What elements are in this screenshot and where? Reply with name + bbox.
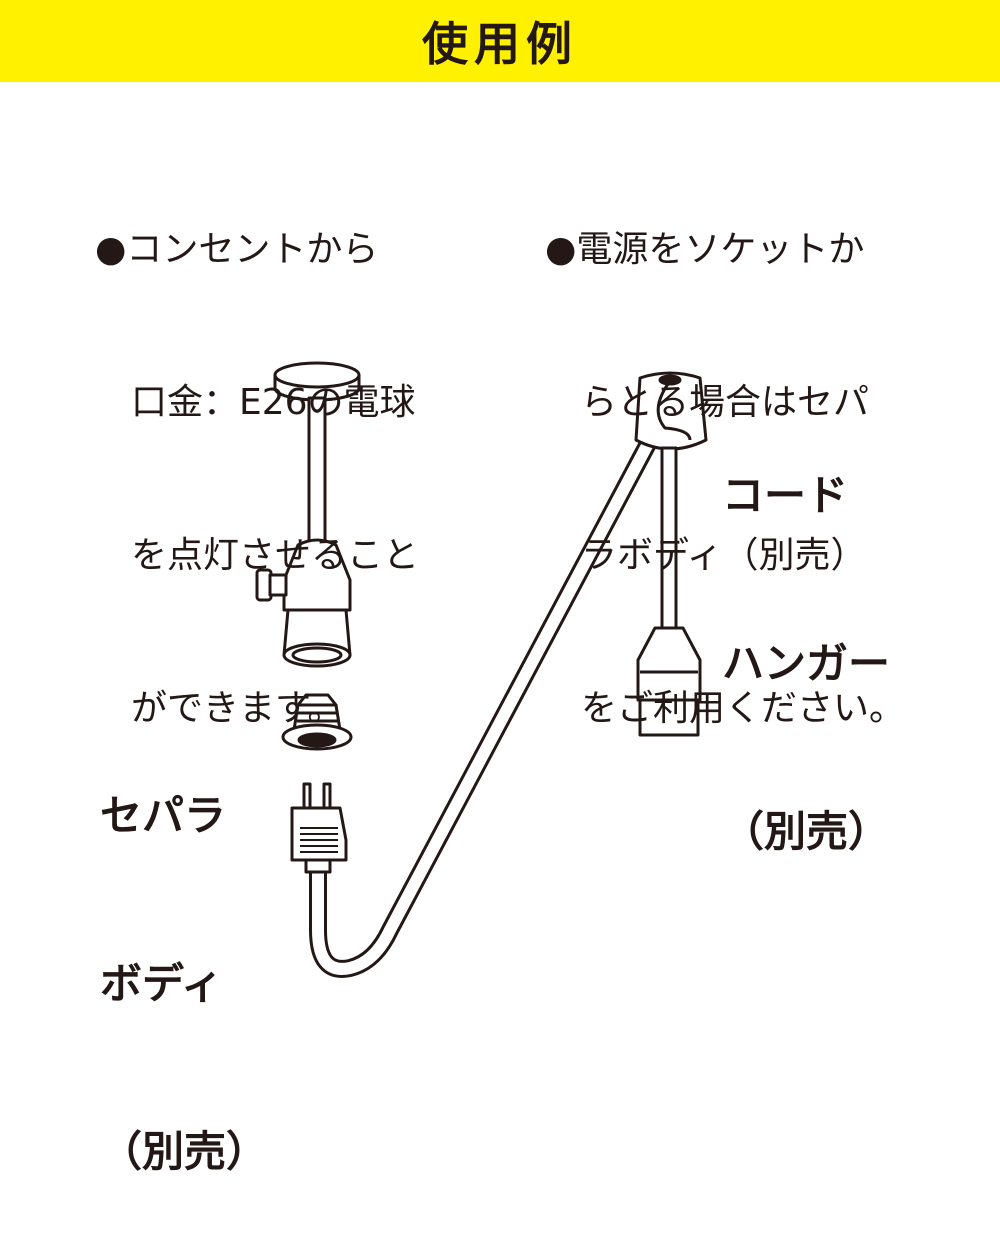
pendant-socket-illustration <box>636 626 702 737</box>
bullet-icon: ● <box>545 229 577 270</box>
note-line: 電源をソケットか <box>576 229 865 270</box>
label-separa-body: セパラ ボディ （別売） <box>100 676 268 1236</box>
separa-body-adapter-illustration <box>281 693 353 751</box>
note-line: ができます。 <box>131 688 344 729</box>
note-line: コンセントから <box>126 229 379 270</box>
plug-illustration <box>290 782 348 874</box>
note-line: ラボディ（別売） <box>581 535 867 576</box>
power-cord-illustration <box>309 435 658 978</box>
cord-hanger-illustration <box>634 371 708 630</box>
note-line: をご利用ください。 <box>581 688 906 729</box>
note-socket-power: ●電源をソケットか らとる場合はセパ ラボディ（別売） をご利用ください。 <box>545 122 905 785</box>
note-line: らとる場合はセパ <box>581 382 870 423</box>
label-cord-hanger: コード ハンガー （別売） <box>722 356 890 916</box>
header-banner: 使用例 <box>0 0 1000 82</box>
label-line: コード <box>722 471 849 520</box>
label-line: ボディ <box>100 959 224 1008</box>
label-line: （別売） <box>722 807 891 856</box>
note-outlet: ●コンセントから 口金：E26の電球 を点灯させること ができます。 <box>95 122 419 785</box>
bullet-icon: ● <box>95 229 127 270</box>
note-line: 口金：E26の電球 <box>131 382 416 423</box>
socket-with-switch-illustration <box>255 538 352 668</box>
label-line: ハンガー <box>722 639 891 688</box>
page-title: 使用例 <box>422 17 578 71</box>
label-line: セパラ <box>100 791 227 840</box>
illustration <box>255 361 708 978</box>
label-line: （別売） <box>100 1127 269 1176</box>
note-line: を点灯させること <box>131 535 420 576</box>
